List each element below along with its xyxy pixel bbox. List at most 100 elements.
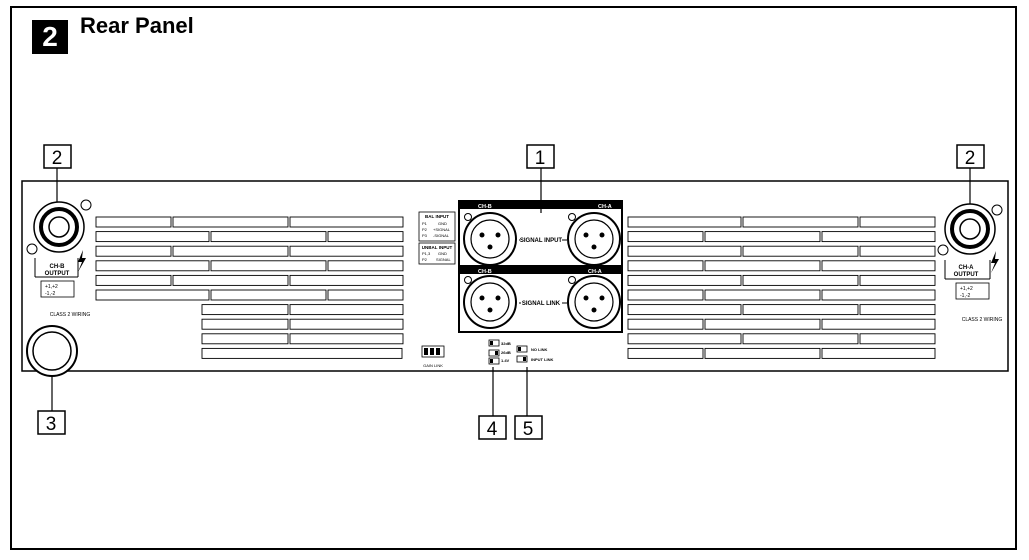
vent-slot (95, 274, 172, 286)
vent-slot (627, 333, 742, 345)
sensitivity-26db-label: 26dB (501, 350, 511, 355)
svg-text:2: 2 (52, 148, 63, 169)
signal-input-ch-b-label: CH-B (478, 204, 492, 210)
callout-5: 5 (514, 415, 543, 440)
vent-slot (627, 304, 742, 316)
bal-row-3-signal: -SIGNAL (433, 233, 450, 238)
vent-slot (627, 347, 704, 359)
svg-text:1: 1 (535, 148, 546, 169)
bal-row-3-pin: P3 (422, 233, 428, 238)
vent-slot (289, 318, 404, 330)
xlr-link-ch-a-icon (567, 275, 621, 329)
signal-link-ch-b-label: CH-B (478, 269, 492, 275)
vent-slot (201, 304, 289, 316)
vent-slot (821, 260, 936, 272)
svg-text:4: 4 (487, 419, 498, 440)
vent-slot (95, 260, 210, 272)
vent-slot (704, 289, 821, 301)
vent-slot (627, 260, 704, 272)
unbal-row-1-pin: P1,3 (422, 251, 431, 256)
signal-link-ch-a-label: CH-A (588, 269, 602, 275)
vent-slot (704, 260, 821, 272)
unbal-row-2-pin: P2 (422, 257, 428, 262)
vent-slot (201, 333, 289, 345)
ch-a-output-label-line1: CH-A (959, 265, 975, 271)
signal-input-label: SIGNAL INPUT (520, 238, 563, 244)
vent-slot (627, 216, 742, 228)
high-voltage-icon (78, 250, 86, 272)
vent-slot (172, 216, 289, 228)
vent-slot (859, 216, 936, 228)
vent-slot (201, 347, 403, 359)
svg-text:5: 5 (523, 419, 534, 440)
vent-slot (627, 318, 704, 330)
vent-slot (95, 245, 172, 257)
unbal-row-2-signal: SIGNAL (436, 257, 451, 262)
ch-a-pin-a: +1,+2 (960, 286, 973, 292)
vent-slot (95, 216, 172, 228)
section-title: Rear Panel (80, 13, 194, 38)
ch-a-pin-box (955, 282, 990, 300)
vent-grille-left (95, 216, 404, 359)
vent-slot (742, 245, 859, 257)
vent-slot (327, 260, 404, 272)
ch-b-pin-a: +1,+2 (45, 284, 58, 290)
callout-3: 3 (37, 410, 66, 435)
input-link-switch: NO LINK INPUT LINK (516, 345, 554, 363)
xlr-input-ch-a-icon (567, 212, 621, 266)
vent-slot (821, 347, 936, 359)
ch-b-output-label-line1: CH-B (50, 264, 66, 270)
vent-slot (210, 260, 327, 272)
callout-leader-lines (51, 167, 971, 416)
gain-link-label: GAIN LINK (423, 363, 443, 368)
sensitivity-1-4v-label: 1.4V (501, 358, 510, 363)
vent-slot (210, 231, 327, 243)
vent-slot (821, 289, 936, 301)
input-link-label: INPUT LINK (531, 357, 554, 362)
bal-row-1-signal: GND (438, 221, 447, 226)
vent-slot (172, 245, 289, 257)
ch-a-pin-b: -1,-2 (960, 293, 971, 299)
vent-slot (289, 245, 404, 257)
no-link-label: NO LINK (531, 347, 548, 352)
vent-slot (704, 318, 821, 330)
vent-slot (327, 231, 404, 243)
ch-a-output-label-line2: OUTPUT (954, 272, 979, 278)
vent-slot (704, 347, 821, 359)
sensitivity-32db-label: 32dB (501, 341, 511, 346)
vent-grille-right (627, 216, 936, 359)
sensitivity-switch: 32dB 26dB 1.4V (488, 339, 511, 365)
svg-text:3: 3 (46, 414, 57, 435)
high-voltage-icon (991, 251, 999, 273)
output-connector-ch-a: CH-A OUTPUT +1,+2 -1,-2 CLASS 2 WIRING (937, 203, 1003, 323)
callout-4: 4 (478, 415, 507, 440)
ch-b-output-label-line2: OUTPUT (45, 271, 70, 277)
vent-slot (859, 304, 936, 316)
svg-text:2: 2 (965, 148, 976, 169)
callout-1: 1 (526, 144, 555, 169)
signal-link-label: SIGNAL LINK (522, 301, 561, 307)
vent-slot (742, 333, 859, 345)
section-number-badge: 2 (32, 20, 68, 54)
vent-slot (289, 274, 404, 286)
vent-slot (859, 245, 936, 257)
vent-slot (627, 289, 704, 301)
vent-slot (742, 274, 859, 286)
gain-link-switch: GAIN LINK (421, 345, 445, 368)
xlr-input-ch-b-icon (463, 212, 517, 266)
bal-row-2-signal: +SIGNAL (433, 227, 451, 232)
vent-slot (327, 289, 404, 301)
vent-slot (821, 231, 936, 243)
ch-b-pin-box (40, 280, 75, 298)
vent-slot (627, 245, 742, 257)
bal-input-title: BAL INPUT (425, 214, 449, 219)
vent-slot (172, 274, 289, 286)
vent-slot (627, 231, 704, 243)
vent-slot (289, 304, 404, 316)
vent-slot (704, 231, 821, 243)
callout-2-right: 2 (956, 144, 985, 169)
vent-slot (859, 333, 936, 345)
vent-slot (201, 318, 289, 330)
input-pinout-table: BAL INPUT P1 GND P2 +SIGNAL P3 -SIGNAL U… (418, 211, 456, 265)
